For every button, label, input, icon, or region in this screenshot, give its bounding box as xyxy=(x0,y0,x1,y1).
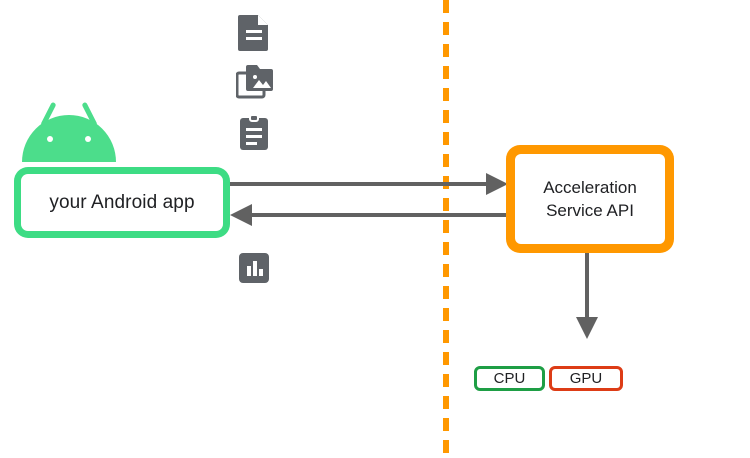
your-android-app-node[interactable]: your Android app xyxy=(14,167,230,238)
your-android-app-inner: your Android app xyxy=(21,174,223,231)
android-eye-left xyxy=(47,136,53,142)
request-arrow-head xyxy=(486,173,508,195)
acceleration-service-api-node[interactable]: Acceleration Service API xyxy=(506,145,674,253)
api-label-line1: Acceleration xyxy=(543,178,637,197)
android-robot-icon xyxy=(22,100,116,162)
clipboard-icon xyxy=(238,114,270,157)
cpu-label: CPU xyxy=(493,370,526,387)
android-eye-right xyxy=(85,136,91,142)
document-icon xyxy=(238,13,270,56)
gpu-label: GPU xyxy=(569,370,603,387)
bar-chart-icon xyxy=(239,253,269,288)
response-arrow xyxy=(252,213,507,217)
api-label-line2: Service API xyxy=(546,201,634,220)
android-head-body xyxy=(22,115,116,162)
your-android-app-label: your Android app xyxy=(49,191,195,213)
request-arrow xyxy=(230,182,487,186)
dispatch-arrow-head xyxy=(576,317,598,339)
cpu-chip[interactable]: CPU xyxy=(474,366,545,391)
response-arrow-head xyxy=(230,204,252,226)
acceleration-service-api-inner: Acceleration Service API xyxy=(515,154,665,244)
dispatch-arrow xyxy=(585,253,589,319)
gpu-chip[interactable]: GPU xyxy=(549,366,623,391)
process-boundary-divider xyxy=(443,0,449,458)
photo-library-icon xyxy=(235,64,276,105)
